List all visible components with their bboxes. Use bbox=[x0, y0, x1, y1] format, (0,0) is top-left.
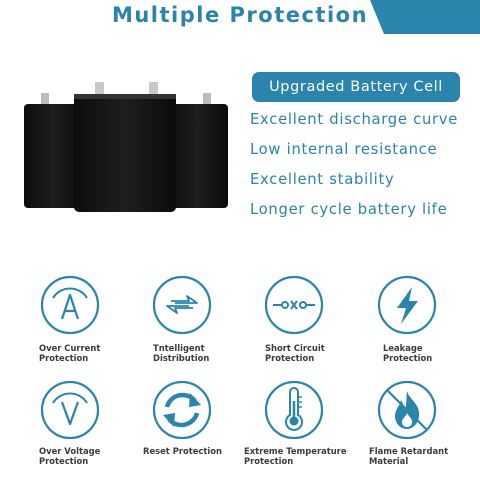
protection-label-short-circuit: Short Circuit Protection bbox=[265, 343, 325, 363]
protection-label-leakage: Leakage Protection bbox=[383, 343, 433, 363]
feature-discharge-curve: Excellent discharge curve bbox=[250, 111, 459, 128]
feature-stability: Excellent stability bbox=[250, 171, 395, 188]
upgraded-cell-badge: Upgraded Battery Cell bbox=[252, 72, 460, 102]
over-voltage-icon bbox=[39, 379, 101, 441]
thermometer-icon bbox=[263, 379, 325, 441]
page-title: Multiple Protection bbox=[111, 3, 369, 27]
reset-icon bbox=[151, 379, 213, 441]
protection-label-temperature: Extreme Temperature Protection bbox=[244, 446, 347, 466]
short-circuit-icon bbox=[263, 274, 325, 336]
feature-cycle-life: Longer cycle battery life bbox=[250, 201, 448, 218]
distribution-icon bbox=[151, 274, 213, 336]
protection-label-reset: Reset Protection bbox=[143, 446, 222, 456]
protection-label-flame-retardant: Flame Retardant Material bbox=[369, 446, 449, 466]
protection-label-over-voltage: Over Voltage Protection bbox=[39, 446, 101, 466]
feature-internal-resistance: Low internal resistance bbox=[250, 141, 438, 158]
leakage-icon bbox=[376, 274, 438, 336]
protection-label-over-current: Over Current Protection bbox=[39, 343, 101, 363]
battery-cells-image bbox=[24, 82, 228, 212]
over-current-icon bbox=[39, 274, 101, 336]
flame-icon bbox=[376, 379, 438, 441]
protection-label-distribution: Tntelligent Distribution bbox=[153, 343, 210, 363]
header-banner-decoration bbox=[370, 0, 480, 34]
